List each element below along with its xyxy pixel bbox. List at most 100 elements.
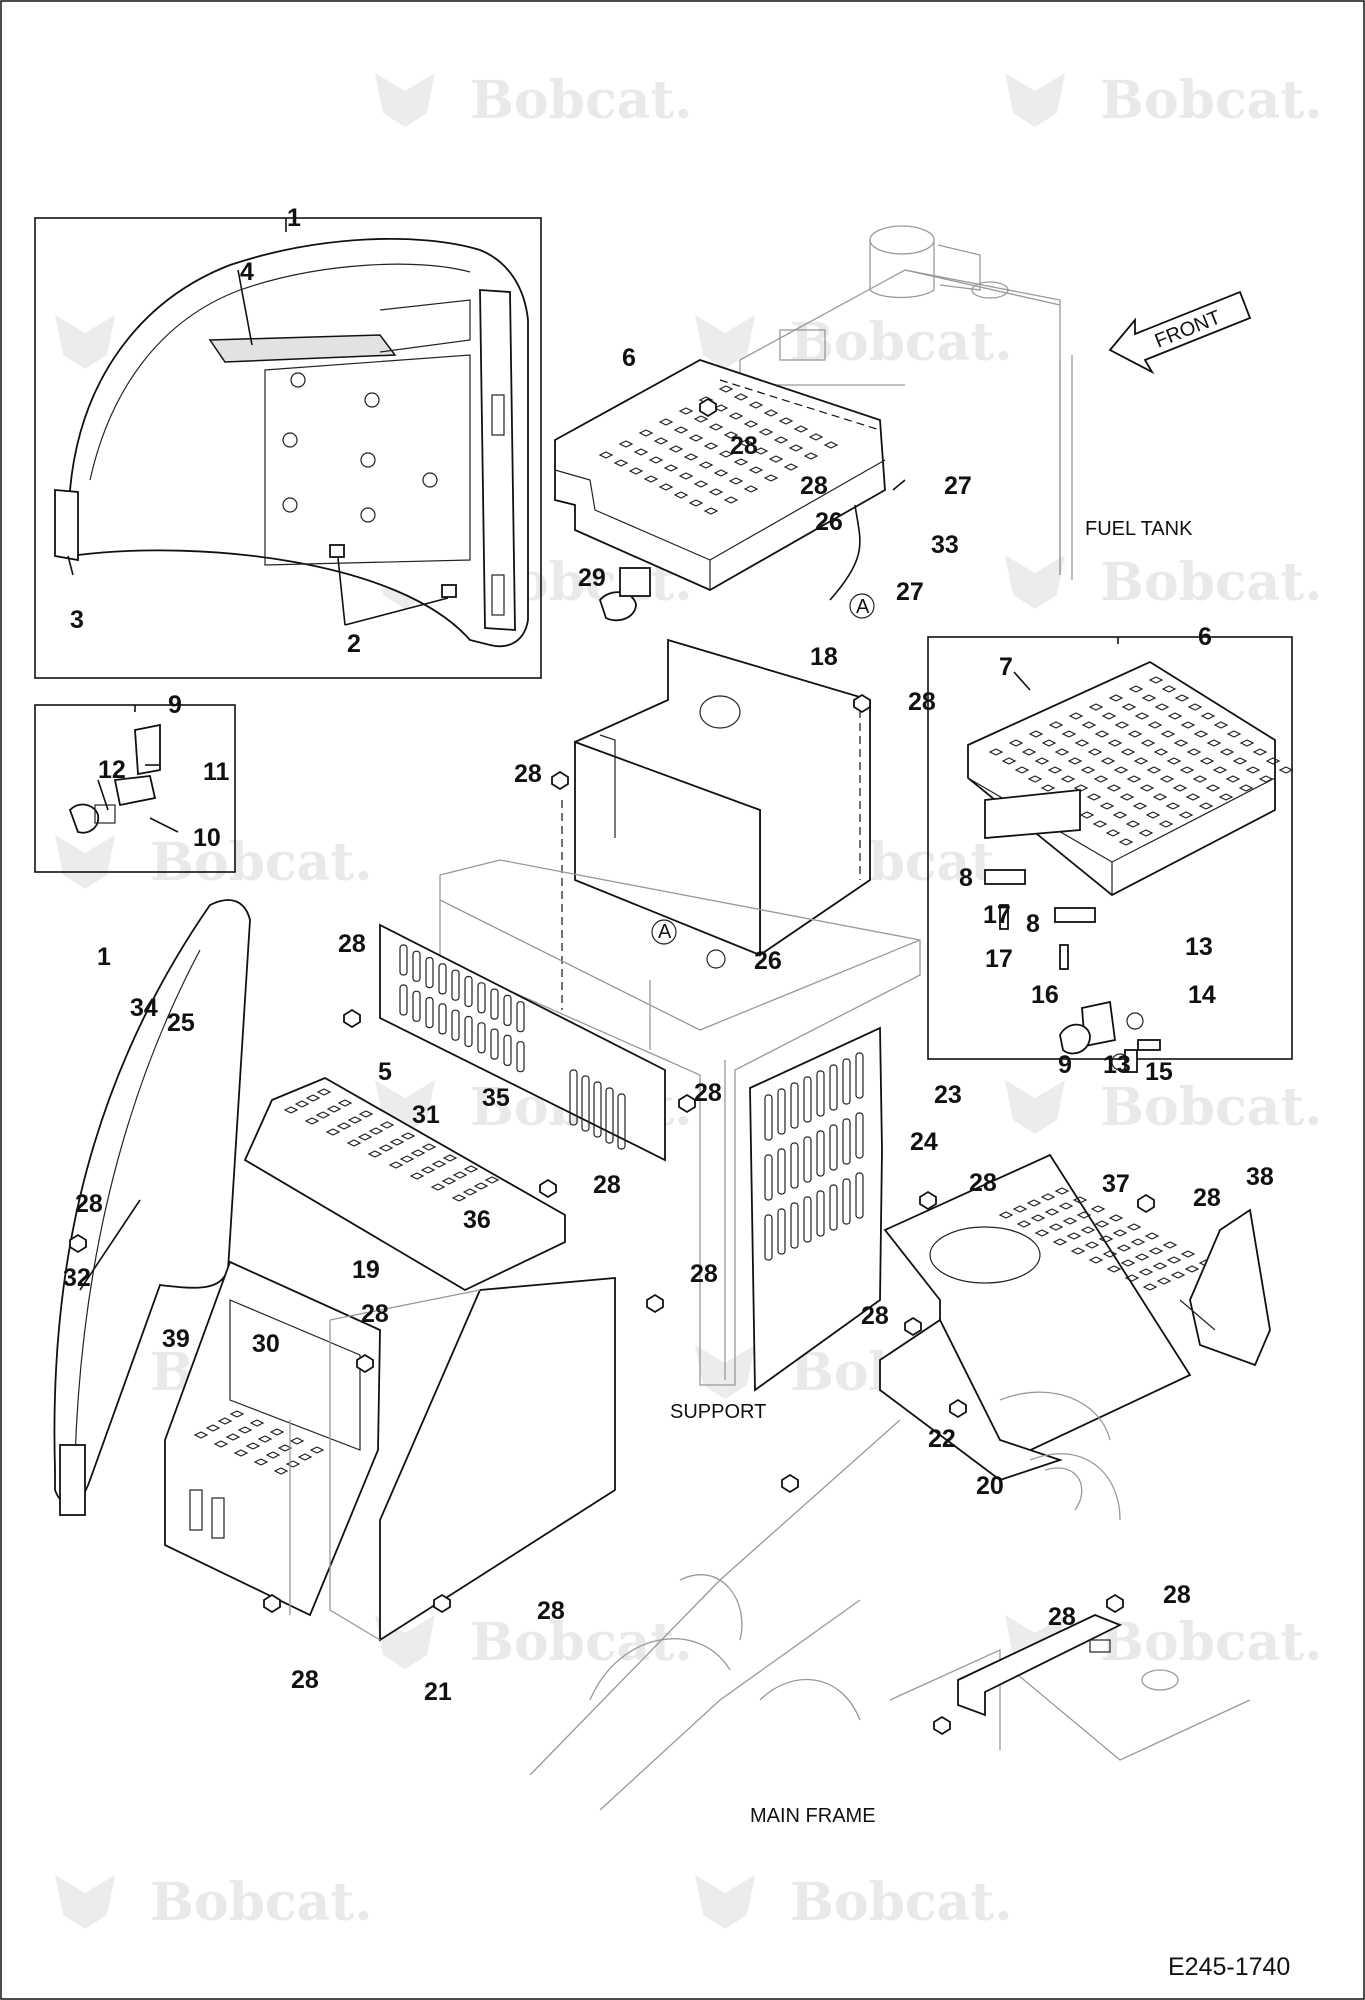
callout-number: 39	[162, 1325, 190, 1353]
watermark-logo	[1005, 73, 1065, 127]
top-step-plate-6	[554, 359, 906, 622]
callout-number: 5	[378, 1058, 392, 1086]
ref-marker-a: A	[658, 921, 672, 943]
watermark-logo	[55, 1875, 115, 1929]
front-direction-arrow	[1108, 290, 1252, 375]
callout-number: 28	[730, 432, 758, 460]
callout-number: 8	[959, 864, 973, 892]
bolt-28	[263, 1593, 281, 1614]
battery-box-18	[561, 638, 871, 1010]
watermark-logo	[695, 315, 755, 369]
callout-number: 27	[896, 578, 924, 606]
watermark-logo	[1005, 1080, 1065, 1134]
callout-number: 28	[537, 1597, 565, 1625]
floor-plate-19	[243, 1076, 566, 1292]
main-frame-label: MAIN FRAME	[750, 1805, 876, 1827]
bolt-28	[699, 397, 717, 418]
bolt-28	[433, 1593, 451, 1614]
bolt-28	[781, 1473, 799, 1494]
callout-number: 28	[361, 1300, 389, 1328]
bolt-28	[933, 1715, 951, 1736]
side-panel-23	[749, 1026, 883, 1392]
callout-number: 28	[593, 1171, 621, 1199]
callout-number: 17	[983, 901, 1011, 929]
figure-code: E245-1740	[1168, 1953, 1290, 1981]
bolt-28	[1137, 1193, 1155, 1214]
callout-number: 25	[167, 1009, 195, 1037]
callout-number: 8	[1026, 910, 1040, 938]
callout-number: 33	[931, 531, 959, 559]
watermark-text: Bobcat.	[470, 70, 692, 131]
bracket-38	[1179, 1208, 1271, 1367]
callout-number: 11	[203, 758, 230, 786]
bolt-28	[949, 1398, 967, 1419]
watermark-logo	[695, 1875, 755, 1929]
callout-number: 28	[800, 472, 828, 500]
watermark-logo	[375, 73, 435, 127]
callout-number: 2	[347, 630, 361, 658]
louvered-panel-5	[379, 923, 666, 1162]
watermark-text: Bobcat.	[1100, 552, 1322, 613]
callout-number: 17	[985, 945, 1013, 973]
callout-number: 28	[861, 1302, 889, 1330]
callout-number: 27	[944, 472, 972, 500]
callout-number: 4	[240, 258, 254, 286]
callout-number: 6	[1198, 623, 1212, 651]
callout-number: 21	[424, 1678, 452, 1706]
callout-number: 1	[287, 204, 301, 232]
fuel-tank-label: FUEL TANK	[1085, 518, 1193, 540]
callout-number: 28	[1193, 1184, 1221, 1212]
bolt-28	[539, 1178, 557, 1199]
watermark-text: Bobcat.	[790, 1872, 1012, 1933]
callout-number: 14	[1188, 981, 1216, 1009]
center-frame-support	[439, 859, 921, 1386]
callout-number: 10	[193, 824, 221, 852]
callout-number: 24	[910, 1128, 938, 1156]
bolt-28	[356, 1353, 374, 1374]
inset-step-plate-detail	[927, 636, 1294, 1073]
watermark-text: Bobcat.	[1100, 70, 1322, 131]
callout-number: 9	[168, 691, 182, 719]
inset-latch-detail	[34, 704, 236, 873]
bolt-28	[69, 1233, 87, 1254]
bolt-28	[1106, 1593, 1124, 1614]
callout-number: 32	[63, 1264, 91, 1292]
bolt-28	[551, 770, 569, 791]
callout-number: 28	[908, 688, 936, 716]
callout-number: 28	[291, 1666, 319, 1694]
inset-fender-detail	[34, 217, 542, 679]
callout-number: 9	[1058, 1051, 1072, 1079]
callout-number: 28	[514, 760, 542, 788]
watermark-logo	[1005, 555, 1065, 609]
callout-number: 22	[928, 1425, 956, 1453]
callout-number: 12	[98, 756, 126, 784]
callout-number: 1	[97, 943, 111, 971]
callout-number: 31	[412, 1101, 440, 1129]
callout-number: 6	[622, 344, 636, 372]
bolts-28	[69, 397, 1155, 1736]
callout-number: 28	[75, 1190, 103, 1218]
callout-number: 38	[1246, 1163, 1274, 1191]
callout-number: 29	[578, 564, 606, 592]
callout-number: 7	[999, 653, 1013, 681]
watermark-text: Bobcat.	[790, 312, 1012, 373]
watermark-text: Bobcat.	[1100, 1077, 1322, 1138]
watermark-text: Bobcat.	[1100, 1612, 1322, 1673]
callout-number: 15	[1145, 1058, 1173, 1086]
callout-number: 26	[754, 947, 782, 975]
bolt-28	[904, 1316, 922, 1337]
side-cover-39	[164, 1260, 381, 1617]
callout-number: 34	[130, 994, 158, 1022]
callout-number: 30	[252, 1330, 280, 1358]
callout-number: 28	[1163, 1581, 1191, 1609]
watermark-text: Bobcat.	[150, 832, 372, 893]
callout-number: 35	[482, 1084, 510, 1112]
callout-number: 13	[1103, 1051, 1131, 1079]
watermark-text: Bobcat.	[470, 1612, 692, 1673]
watermark-logo	[55, 315, 115, 369]
watermark-text: Bobcat.	[150, 1872, 372, 1933]
watermark-logo	[55, 835, 115, 889]
bolt-28	[919, 1190, 937, 1211]
